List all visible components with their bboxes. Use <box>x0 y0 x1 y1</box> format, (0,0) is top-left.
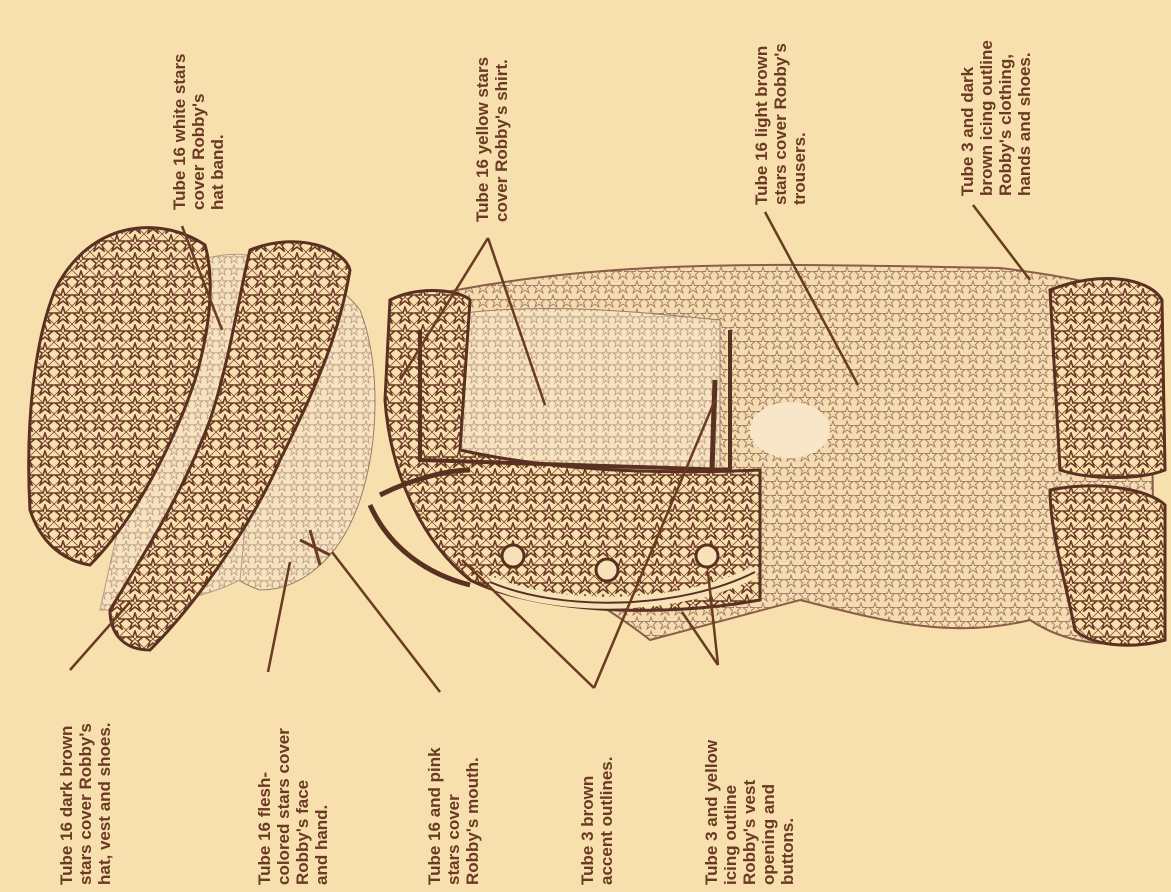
label-pink-stars: Tube 16 and pink stars cover Robby's mou… <box>425 747 482 885</box>
label-flesh-stars: Tube 16 flesh- colored stars cover Robby… <box>255 728 331 885</box>
label-dark-brown-stars: Tube 16 dark brown stars cover Robby's h… <box>57 723 114 886</box>
shoe-upper <box>1050 279 1165 478</box>
vest-button <box>502 545 524 567</box>
vest-button <box>696 545 718 567</box>
label-yellow-stars: Tube 16 yellow stars cover Robby's shirt… <box>473 57 511 222</box>
label-yellow-icing: Tube 3 and yellow icing outline Robby's … <box>702 740 797 885</box>
label-light-brown-stars: Tube 16 light brown stars cover Robby's … <box>752 43 809 205</box>
vest-button <box>596 559 618 581</box>
label-brown-accent: Tube 3 brown accent outlines. <box>578 757 616 885</box>
leader-pink <box>332 552 440 692</box>
knee-highlight <box>750 402 830 458</box>
label-dark-icing: Tube 3 and dark brown icing outline Robb… <box>958 40 1034 196</box>
label-white-stars: Tube 16 white stars cover Robby's hat ba… <box>170 53 227 210</box>
accent-outline-arm <box>712 380 715 470</box>
